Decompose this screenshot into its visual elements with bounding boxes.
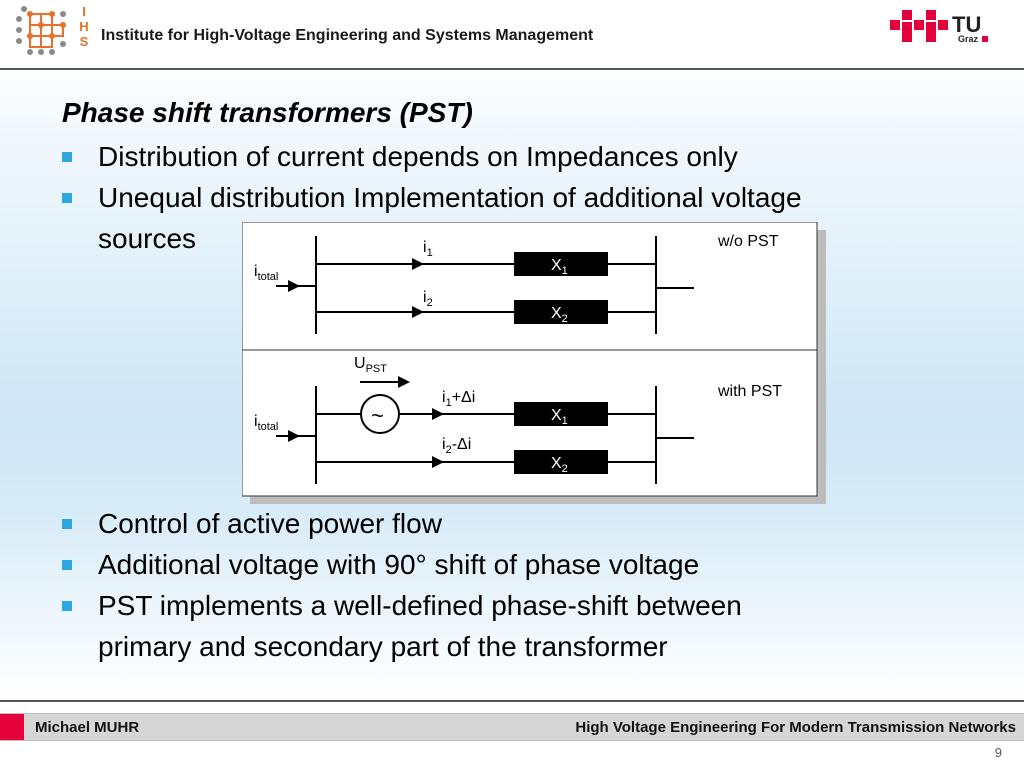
bullet-text: Unequal distribution Implementation of a…: [98, 182, 802, 213]
i1-arrow-icon: [412, 258, 424, 270]
footer-course-title: High Voltage Engineering For Modern Tran…: [575, 719, 1016, 736]
i1-delta-label: i1+Δi: [442, 389, 475, 409]
footer-author: Michael MUHR: [35, 719, 140, 736]
source-symbol: ~: [371, 403, 384, 428]
x2-top-label: X2: [551, 305, 568, 325]
tu-logo-text: TU: [952, 12, 981, 37]
pst-circuit-diagram: ~ X1 X2 X1 X2 w/o PST with PST itotal i1…: [242, 222, 826, 504]
slide-heading: Phase shift transformers (PST): [62, 97, 473, 128]
bullet-square-icon: [62, 152, 72, 162]
bullet-item: Distribution of current depends on Imped…: [62, 136, 738, 178]
slide-header: I H S Institute for High-Voltage Enginee…: [0, 0, 1024, 70]
i1-label: i1: [423, 239, 433, 259]
bullet-square-icon: [62, 601, 72, 611]
bullet-item: PST implements a well-defined phase-shif…: [62, 585, 742, 627]
bullet-item: Additional voltage with 90° shift of pha…: [62, 544, 700, 586]
upst-arrow-icon: [398, 376, 410, 388]
bullet-text: Control of active power flow: [98, 508, 442, 539]
upst-label: UPST: [354, 355, 387, 375]
itotal-arrow-top-icon: [288, 280, 300, 292]
i2-delta-arrow-icon: [432, 456, 444, 468]
bullet-text: sources: [98, 223, 197, 254]
bullet-square-icon: [62, 560, 72, 570]
voltage-source-icon: [360, 394, 400, 434]
x1-top-label: X1: [551, 257, 568, 277]
footer-divider: [0, 700, 1024, 702]
i1-delta-arrow-icon: [432, 408, 444, 420]
bullet-item: Unequal distribution Implementation of a…: [62, 177, 802, 219]
i2-delta-label: i2-Δi: [442, 436, 471, 456]
ihs-letters: I H S: [78, 4, 90, 49]
impedance-x2-top: [514, 300, 608, 324]
x2-bottom-label: X2: [551, 455, 568, 475]
bullet-text: PST implements a well-defined phase-shif…: [98, 590, 742, 621]
ihs-letter-s: S: [79, 34, 89, 49]
bullet-text: Additional voltage with 90° shift of pha…: [98, 549, 700, 580]
with-pst-label: with PST: [717, 383, 782, 400]
header-divider: [0, 68, 1024, 70]
bullet-square-icon: [62, 193, 72, 203]
bullet-square-icon: [62, 519, 72, 529]
i2-label: i2: [423, 289, 433, 309]
bullet-text: primary and secondary part of the transf…: [98, 631, 668, 662]
itotal-top-label: itotal: [254, 263, 278, 283]
tu-logo-sub: Graz: [958, 34, 979, 44]
itotal-bottom-label: itotal: [254, 413, 278, 433]
i2-arrow-icon: [412, 306, 424, 318]
institute-title: Institute for High-Voltage Engineering a…: [101, 27, 594, 44]
itotal-arrow-bottom-icon: [288, 430, 300, 442]
footer-accent: [0, 714, 24, 740]
bullet-text: Distribution of current depends on Imped…: [98, 141, 738, 172]
x1-bottom-label: X1: [551, 407, 568, 427]
impedance-x2-bottom: [514, 450, 608, 474]
ihs-logo-icon: [16, 6, 66, 55]
bullet-item: Control of active power flow: [62, 503, 442, 545]
ihs-letter-i: I: [82, 4, 86, 19]
tu-graz-logo-icon: TU Graz: [890, 10, 990, 44]
ihs-letter-h: H: [79, 19, 89, 34]
wo-pst-label: w/o PST: [717, 233, 779, 250]
impedance-x1-bottom: [514, 402, 608, 426]
page-number: 9: [994, 745, 1002, 760]
footer-band: Michael MUHR High Voltage Engineering Fo…: [0, 713, 1024, 741]
bullet-continuation: primary and secondary part of the transf…: [98, 626, 668, 668]
bullet-continuation: sources: [98, 218, 196, 260]
impedance-x1-top: [514, 252, 608, 276]
